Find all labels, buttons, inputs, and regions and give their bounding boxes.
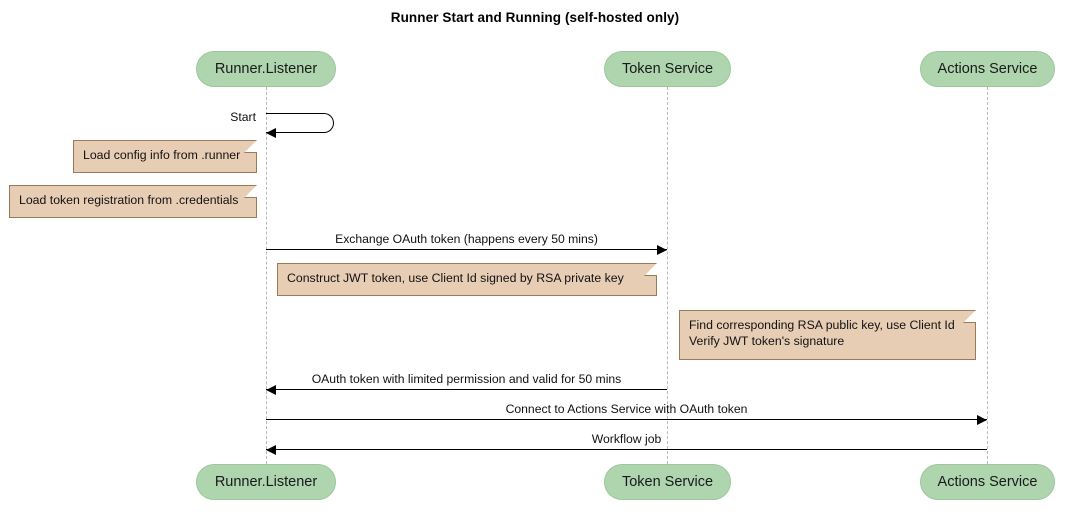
participant-actions-top[interactable]: Actions Service: [920, 51, 1055, 87]
note-verify-jwt[interactable]: Find corresponding RSA public key, use C…: [679, 310, 976, 360]
arrowhead-right: [657, 245, 667, 255]
note-text: Construct JWT token, use Client Id signe…: [287, 271, 624, 285]
message-label: OAuth token with limited permission and …: [311, 372, 622, 386]
arrowhead-left: [266, 128, 276, 138]
participant-actions-bottom[interactable]: Actions Service: [920, 464, 1055, 500]
message-line: [266, 419, 987, 420]
participant-label: Token Service: [621, 61, 714, 77]
message-line: [266, 249, 667, 250]
participant-token-bottom[interactable]: Token Service: [604, 464, 731, 500]
lifeline-token: [667, 87, 668, 464]
note-load-config[interactable]: Load config info from .runner: [73, 140, 257, 173]
participant-token-top[interactable]: Token Service: [604, 51, 731, 87]
note-text: Load config info from .runner: [83, 148, 241, 162]
participant-label: Runner.Listener: [214, 61, 318, 77]
message-label: Workflow job: [591, 432, 662, 446]
message-label: Connect to Actions Service with OAuth to…: [505, 402, 748, 416]
arrowhead-left: [266, 385, 276, 395]
arrowhead-left: [266, 445, 276, 455]
note-text: Load token registration from .credential…: [19, 193, 239, 207]
participant-label: Actions Service: [937, 474, 1038, 490]
participant-runner-top[interactable]: Runner.Listener: [196, 51, 336, 87]
arrowhead-right: [977, 415, 987, 425]
lifeline-actions: [987, 87, 988, 464]
participant-label: Runner.Listener: [214, 474, 318, 490]
message-line: [266, 449, 987, 450]
note-load-token-registration[interactable]: Load token registration from .credential…: [9, 185, 257, 218]
message-label: Exchange OAuth token (happens every 50 m…: [335, 232, 598, 246]
participant-runner-bottom[interactable]: Runner.Listener: [196, 464, 336, 500]
participant-label: Actions Service: [937, 61, 1038, 77]
message-label: Start: [230, 110, 256, 124]
note-construct-jwt[interactable]: Construct JWT token, use Client Id signe…: [277, 263, 657, 296]
message-line: [266, 389, 667, 390]
page-title: Runner Start and Running (self-hosted on…: [390, 10, 680, 25]
participant-label: Token Service: [621, 474, 714, 490]
note-text: Find corresponding RSA public key, use C…: [689, 318, 955, 348]
lifeline-runner: [266, 87, 267, 464]
self-loop-path: [266, 113, 334, 133]
